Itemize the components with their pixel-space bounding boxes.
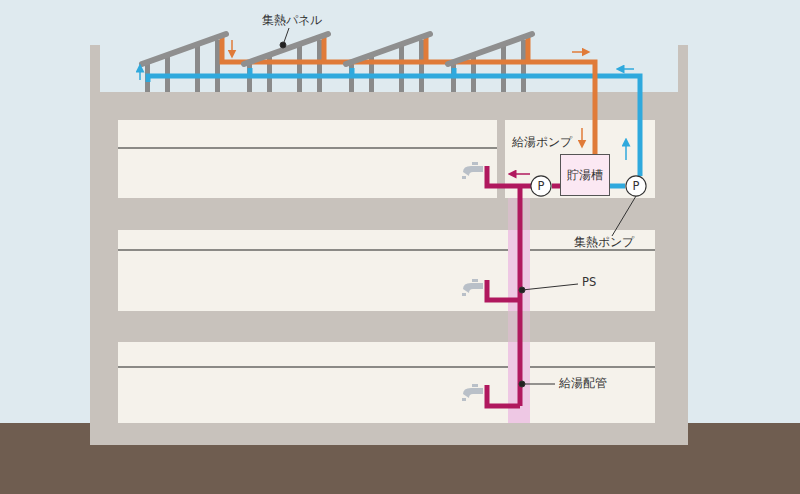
tank-label: 貯湯槽 <box>567 169 603 182</box>
pump-letter: P <box>538 180 545 193</box>
pump-symbol: P <box>625 175 647 197</box>
pipe-connector <box>552 186 560 187</box>
part-label: PS <box>582 276 596 290</box>
pipe-connector <box>610 186 625 187</box>
part-label: 集熱ポンプ <box>574 236 634 250</box>
part-label: 集熱パネル <box>262 14 322 28</box>
pump-symbol: P <box>530 175 552 197</box>
part-label: 給湯配管 <box>559 377 607 391</box>
part-label: 給湯ポンプ <box>512 136 572 150</box>
pump-letter: P <box>633 180 640 193</box>
storage-tank: 貯湯槽 <box>560 154 610 196</box>
